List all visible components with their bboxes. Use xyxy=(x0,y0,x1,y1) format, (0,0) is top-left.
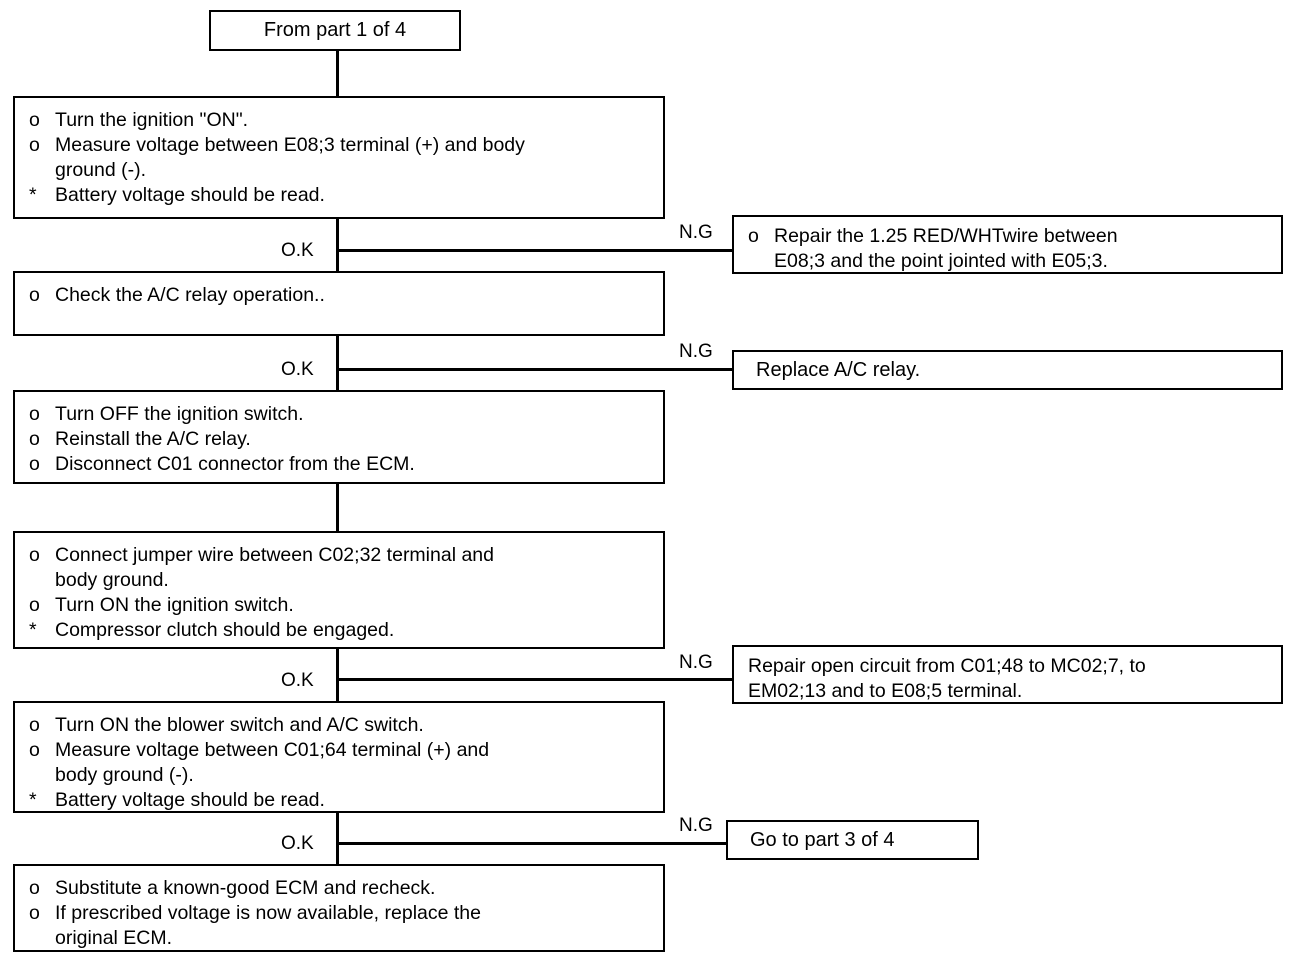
connector-step1-to-step2 xyxy=(336,219,339,273)
node-step4-line-1: o Connect jumper wire between C02;32 ter… xyxy=(29,544,494,591)
node-step3: o Turn OFF the ignition switch. o Reinst… xyxy=(13,390,665,484)
node-ng4: Go to part 3 of 4 xyxy=(726,820,979,860)
node-step1: o Turn the ignition "ON". o Measure volt… xyxy=(13,96,665,219)
bullet-icon: o xyxy=(29,714,40,736)
branch-ng-3-line xyxy=(336,678,732,681)
node-step2: o Check the A/C relay operation.. xyxy=(13,271,665,336)
branch-ok-label-3: O.K xyxy=(281,670,314,691)
bullet-star-icon: * xyxy=(29,619,37,641)
bullet-star-icon: * xyxy=(29,789,37,811)
node-step6: o Substitute a known-good ECM and rechec… xyxy=(13,864,665,952)
node-ng3: Repair open circuit from C01;48 to MC02;… xyxy=(732,645,1283,704)
node-ng1-line-1: o Repair the 1.25 RED/WHTwire between E0… xyxy=(748,225,1118,272)
branch-ng-1-line xyxy=(336,249,732,252)
branch-ng-4-line xyxy=(336,842,726,845)
node-step3-line-1: o Turn OFF the ignition switch. xyxy=(29,403,304,425)
branch-ng-label-1: N.G xyxy=(679,222,713,243)
node-step5-line-3: * Battery voltage should be read. xyxy=(29,789,325,811)
connector-step4-to-step5 xyxy=(336,649,339,703)
node-ng3-label: Repair open circuit from C01;48 to MC02;… xyxy=(748,655,1146,702)
bullet-icon: o xyxy=(29,428,40,450)
branch-ng-label-3: N.G xyxy=(679,652,713,673)
node-step1-line-2: o Measure voltage between E08;3 terminal… xyxy=(29,134,525,181)
node-start: From part 1 of 4 xyxy=(209,10,461,51)
node-step3-line-3: o Disconnect C01 connector from the ECM. xyxy=(29,453,415,475)
branch-ok-label-1: O.K xyxy=(281,240,314,261)
node-step5-line-2: o Measure voltage between C01;64 termina… xyxy=(29,739,490,786)
branch-ng-label-4: N.G xyxy=(679,815,713,836)
bullet-icon: o xyxy=(29,739,40,761)
node-ng2: Replace A/C relay. xyxy=(732,350,1283,390)
branch-ng-2-line xyxy=(336,368,732,371)
bullet-icon: o xyxy=(748,225,759,247)
node-start-label: From part 1 of 4 xyxy=(263,19,407,41)
node-step6-line-1: o Substitute a known-good ECM and rechec… xyxy=(29,877,436,899)
bullet-icon: o xyxy=(29,403,40,425)
branch-ok-label-2: O.K xyxy=(281,359,314,380)
connector-step2-to-step3 xyxy=(336,336,339,391)
bullet-icon: o xyxy=(29,453,40,475)
node-step4-line-2: o Turn ON the ignition switch. xyxy=(29,594,294,616)
node-step4: o Connect jumper wire between C02;32 ter… xyxy=(13,531,665,649)
bullet-icon: o xyxy=(29,544,40,566)
node-step4-line-3: * Compressor clutch should be engaged. xyxy=(29,619,395,641)
node-ng4-label: Go to part 3 of 4 xyxy=(750,828,895,851)
connector-step5-to-step6 xyxy=(336,813,339,866)
node-step2-line-1: o Check the A/C relay operation.. xyxy=(29,284,325,306)
bullet-icon: o xyxy=(29,134,40,156)
bullet-icon: o xyxy=(29,284,40,306)
node-step1-line-1: o Turn the ignition "ON". xyxy=(29,109,249,131)
connector-start-to-step1 xyxy=(336,50,339,97)
bullet-icon: o xyxy=(29,594,40,616)
connector-step3-to-step4 xyxy=(336,484,339,532)
node-step6-line-2: o If prescribed voltage is now available… xyxy=(29,902,481,949)
bullet-star-icon: * xyxy=(29,184,37,206)
node-step5-line-1: o Turn ON the blower switch and A/C swit… xyxy=(29,714,424,736)
node-step3-line-2: o Reinstall the A/C relay. xyxy=(29,428,251,450)
node-ng2-label: Replace A/C relay. xyxy=(756,358,921,381)
node-step1-line-3: * Battery voltage should be read. xyxy=(29,184,325,206)
branch-ng-label-2: N.G xyxy=(679,341,713,362)
node-ng1: o Repair the 1.25 RED/WHTwire between E0… xyxy=(732,215,1283,274)
bullet-icon: o xyxy=(29,902,40,924)
bullet-icon: o xyxy=(29,109,40,131)
node-step5: o Turn ON the blower switch and A/C swit… xyxy=(13,701,665,813)
bullet-icon: o xyxy=(29,877,40,899)
branch-ok-label-4: O.K xyxy=(281,833,314,854)
